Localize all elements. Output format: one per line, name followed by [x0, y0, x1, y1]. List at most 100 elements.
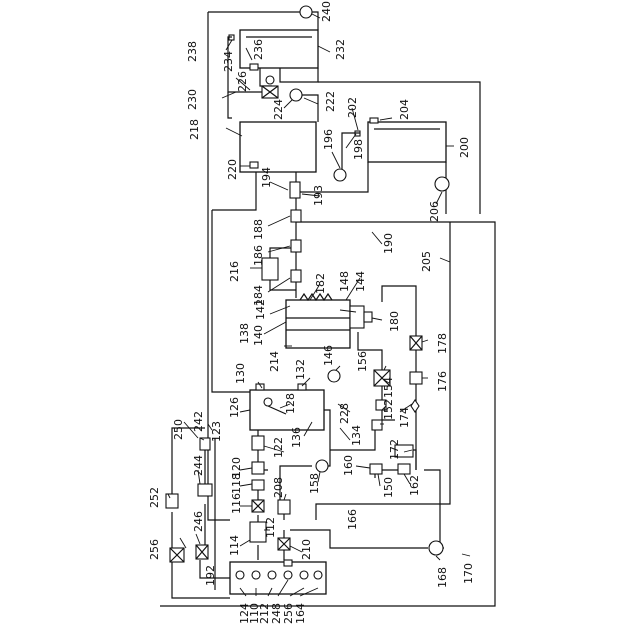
valve-162 [398, 464, 410, 474]
label-140: 140 [252, 325, 265, 346]
label-130: 130 [234, 363, 247, 384]
label-200: 200 [458, 137, 471, 158]
label-226: 226 [236, 71, 249, 92]
valve-116 [252, 500, 264, 512]
label-144: 144 [354, 271, 367, 292]
label-138: 138 [238, 323, 251, 344]
label-230: 230 [186, 89, 199, 110]
label-222: 222 [324, 91, 337, 112]
label-214: 214 [268, 351, 281, 372]
pump-168 [429, 541, 443, 555]
label-170: 170 [462, 563, 475, 584]
pump-222 [290, 89, 302, 101]
label-154: 154 [382, 377, 395, 398]
valve-256 [170, 548, 184, 562]
label-238: 238 [186, 41, 199, 62]
label-256-left: 256 [148, 539, 161, 560]
valve-178 [410, 336, 422, 350]
label-232: 232 [334, 39, 347, 60]
valve-174 [411, 400, 419, 412]
label-186: 186 [252, 245, 265, 266]
label-210: 210 [300, 539, 313, 560]
label-114: 114 [228, 535, 241, 556]
label-216: 216 [228, 261, 241, 282]
label-156: 156 [356, 351, 369, 372]
label-194: 194 [260, 167, 273, 188]
label-218: 218 [188, 119, 201, 140]
controller-box [230, 560, 326, 594]
pump-206 [435, 177, 449, 191]
pump-158 [316, 460, 328, 472]
label-126: 126 [228, 397, 241, 418]
pump-196 [334, 169, 346, 181]
label-204: 204 [398, 99, 411, 120]
label-123: 123 [210, 421, 223, 442]
label-205: 205 [420, 251, 433, 272]
label-178: 178 [436, 333, 449, 354]
fitting-188 [291, 210, 301, 222]
pump-240 [300, 6, 312, 18]
fitting-186 [291, 240, 301, 252]
label-148: 148 [338, 271, 351, 292]
label-206: 206 [428, 201, 441, 222]
fitting-236 [250, 64, 258, 70]
label-236: 236 [252, 39, 265, 60]
label-252: 252 [148, 487, 161, 508]
valve-194 [290, 182, 300, 198]
label-116: 116 [230, 493, 243, 514]
component-120 [252, 462, 264, 474]
label-198: 198 [352, 139, 365, 160]
label-182: 182 [314, 273, 327, 294]
label-188: 188 [252, 219, 265, 240]
label-176: 176 [436, 371, 449, 392]
label-242: 242 [192, 411, 205, 432]
label-122: 122 [272, 437, 285, 458]
collector-unit [240, 122, 316, 172]
label-196: 196 [322, 129, 335, 150]
label-164: 164 [294, 603, 307, 624]
label-134: 134 [350, 425, 363, 446]
label-172: 172 [388, 439, 401, 460]
junction-242 [200, 438, 210, 450]
label-142: 142 [254, 299, 267, 320]
label-193: 193 [312, 185, 325, 206]
label-160: 160 [342, 455, 355, 476]
stack-module [286, 294, 372, 348]
label-128: 128 [284, 393, 297, 414]
valve-244 [198, 484, 212, 496]
label-224: 224 [272, 99, 285, 120]
label-234: 234 [222, 51, 235, 72]
label-118: 118 [230, 473, 243, 494]
label-168: 168 [436, 567, 449, 588]
label-228: 228 [338, 403, 351, 424]
label-158: 158 [308, 473, 321, 494]
label-180: 180 [388, 311, 401, 332]
label-244: 244 [192, 455, 205, 476]
valve-176 [410, 372, 422, 384]
valve-210 [278, 538, 290, 550]
label-136: 136 [290, 427, 303, 448]
label-190: 190 [382, 233, 395, 254]
label-150: 150 [382, 477, 395, 498]
label-166: 166 [346, 509, 359, 530]
valve-246 [196, 545, 208, 559]
label-220: 220 [226, 159, 239, 180]
valve-152 [372, 420, 382, 430]
valve-160 [370, 464, 382, 474]
valve-252 [166, 494, 178, 508]
label-202: 202 [346, 97, 359, 118]
label-146: 146 [322, 345, 335, 366]
valve-224 [262, 76, 278, 98]
label-174: 174 [398, 407, 411, 428]
secondary-reservoir [355, 118, 446, 162]
label-112: 112 [264, 517, 277, 538]
label-250: 250 [172, 419, 185, 440]
label-192: 192 [204, 565, 217, 586]
fitting-184 [291, 270, 301, 282]
label-246: 246 [192, 511, 205, 532]
label-152: 152 [382, 399, 395, 420]
component-122 [252, 436, 264, 450]
valve-208 [278, 500, 290, 514]
pump-146 [328, 370, 340, 382]
